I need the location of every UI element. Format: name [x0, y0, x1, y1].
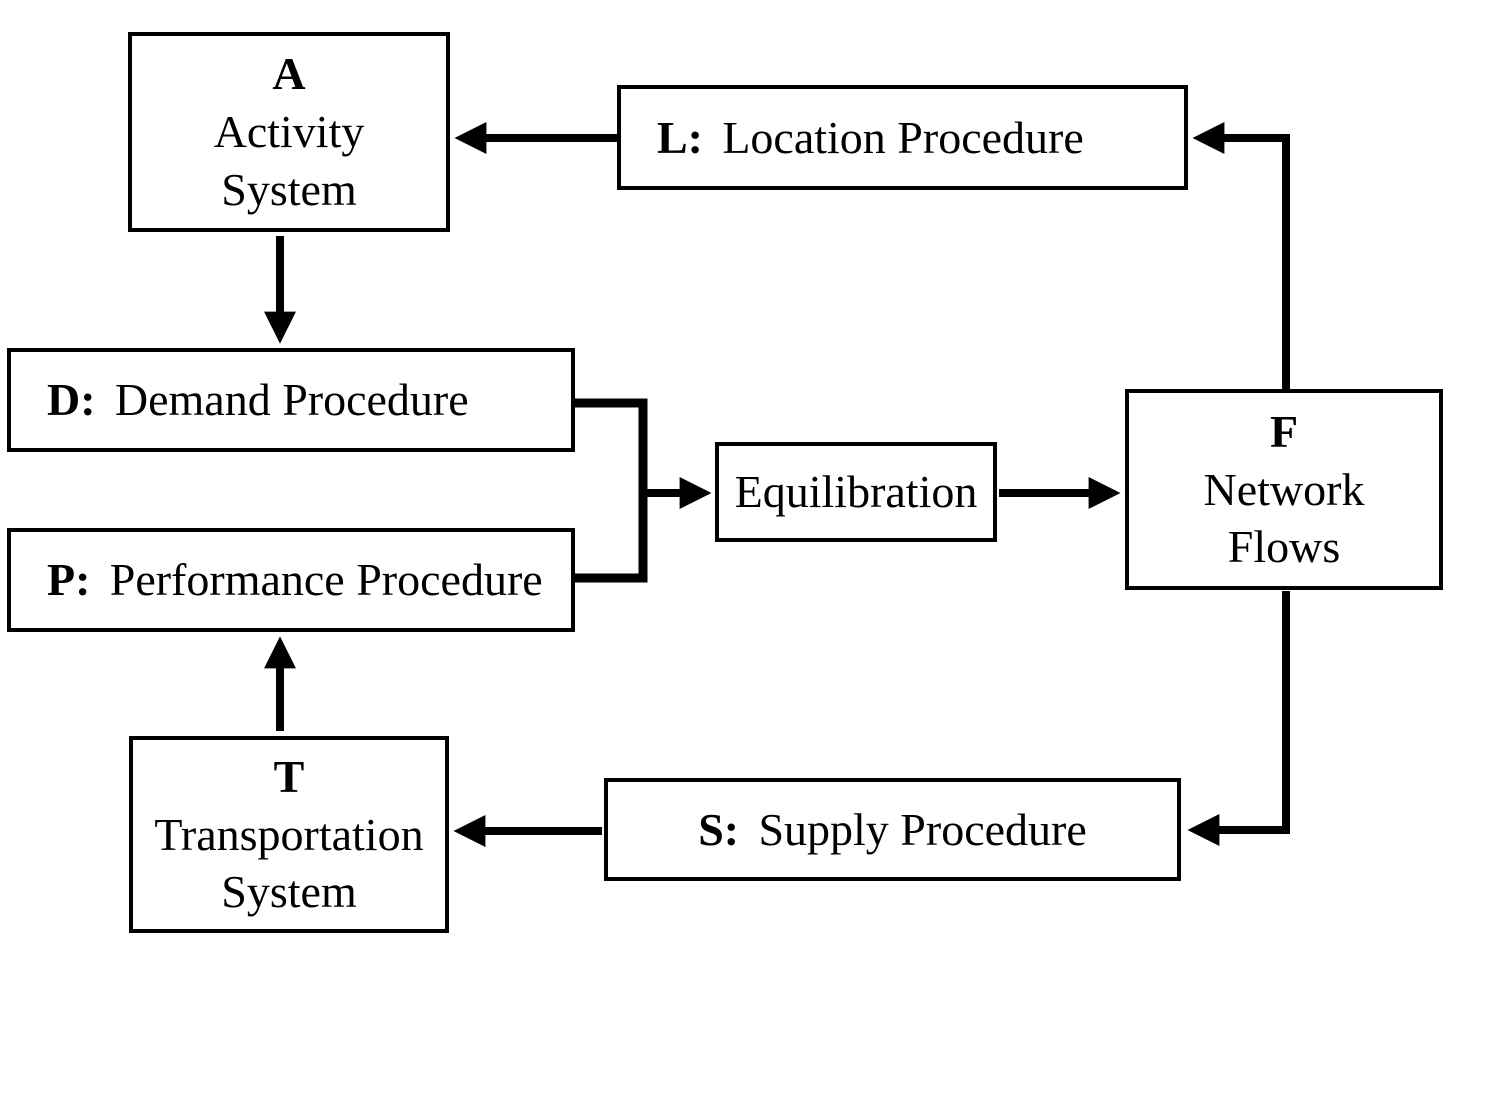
node-demand-procedure: D: Demand Procedure [7, 348, 575, 452]
arrow-flows-to-supply [1187, 591, 1290, 846]
node-performance-procedure-label: Performance Procedure [109, 554, 543, 606]
node-performance-procedure-key: P: [47, 554, 91, 606]
node-location-procedure: L: Location Procedure [617, 85, 1188, 190]
node-activity-system: A Activity System [128, 32, 450, 232]
node-network-flows: F Network Flows [1125, 389, 1443, 590]
node-transportation-system: T Transportation System [129, 736, 449, 933]
node-equilibration: Equilibration [715, 442, 997, 542]
node-demand-procedure-key: D: [47, 374, 96, 426]
node-transportation-system-line1: Transportation [154, 808, 424, 860]
node-supply-procedure: S: Supply Procedure [604, 778, 1181, 881]
node-activity-system-line2: System [221, 163, 357, 215]
arrow-flows-to-location [1192, 122, 1290, 390]
node-supply-procedure-key: S: [698, 803, 740, 855]
node-equilibration-label: Equilibration [734, 466, 978, 518]
node-activity-system-key: A [272, 48, 306, 100]
connector-demand-performance-bracket [575, 398, 648, 583]
node-transportation-system-key: T [273, 750, 305, 802]
node-network-flows-key: F [1269, 405, 1299, 457]
node-network-flows-line1: Network [1203, 463, 1365, 515]
node-location-procedure-label: Location Procedure [722, 111, 1084, 163]
node-activity-system-line1: Activity [213, 106, 365, 158]
node-supply-procedure-label: Supply Procedure [758, 803, 1087, 855]
node-performance-procedure: P: Performance Procedure [7, 528, 575, 632]
node-location-procedure-key: L: [657, 111, 703, 163]
node-transportation-system-line2: System [221, 866, 357, 918]
node-network-flows-line2: Flows [1227, 521, 1341, 573]
node-demand-procedure-label: Demand Procedure [114, 374, 469, 426]
